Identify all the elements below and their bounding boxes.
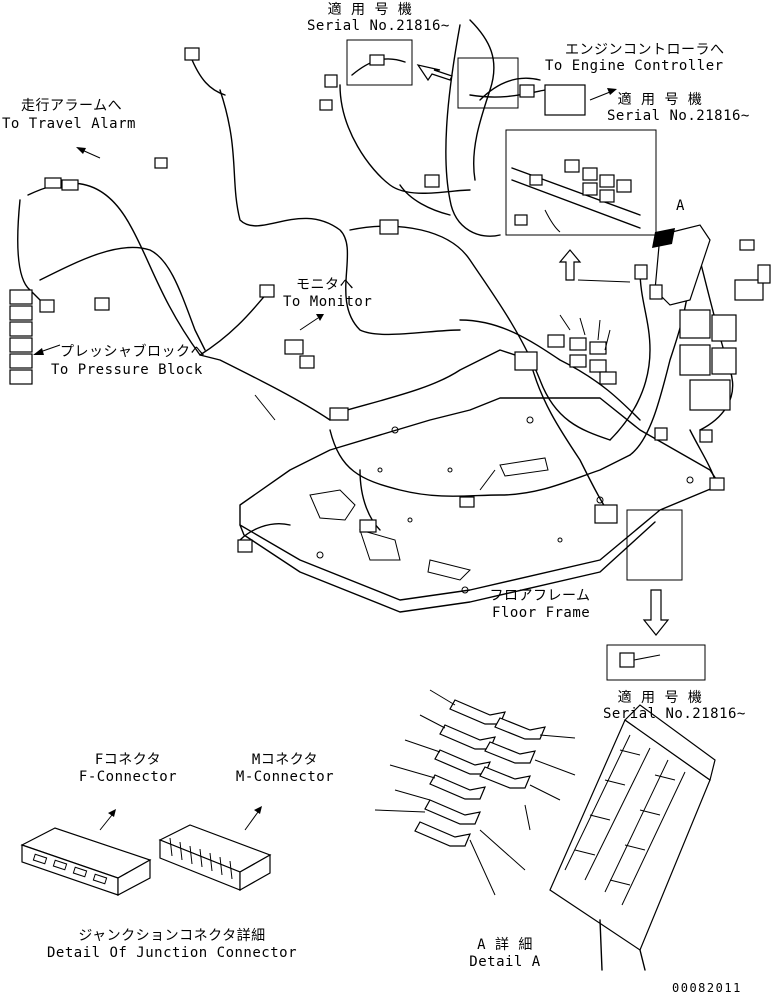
m-connector [158, 824, 272, 892]
floor-frame-en: Floor Frame [492, 605, 591, 621]
engine-controller-en: To Engine Controller [545, 58, 724, 74]
floor-detail-frame [626, 509, 683, 581]
detail-a-jp: A 詳 細 [477, 937, 533, 953]
centre-connector-cluster [514, 314, 617, 385]
m-connector-jp: Mコネクタ [251, 752, 319, 768]
travel-alarm-en: To Travel Alarm [2, 116, 136, 132]
pressure-block-en: To Pressure Block [51, 362, 203, 378]
detail-a-en: Detail A [469, 954, 541, 970]
f-connector-jp: Fコネクタ [94, 752, 162, 768]
floor-frame-plate [239, 397, 721, 613]
drawing-number: 00082011 [672, 981, 742, 995]
monitor-jp: モニタへ [296, 277, 354, 293]
detail-box-floor [606, 644, 706, 681]
junction-detail-en: Detail Of Junction Connector [46, 945, 298, 961]
detail-arrow [416, 64, 670, 636]
detail-box-top [346, 39, 413, 86]
leader-lines [33, 88, 631, 831]
detail-a-connector-block [549, 704, 716, 971]
f-connector [20, 827, 152, 896]
serial-floor-jp: 適 用 号 機 [617, 690, 703, 706]
travel-alarm-jp: 走行アラームへ [21, 98, 123, 114]
serial-engine-jp: 適 用 号 機 [617, 92, 703, 108]
m-connector-en: M-Connector [235, 769, 335, 785]
harness-connectors [9, 47, 725, 553]
pressure-block-jp: プレッシャブロックへ [60, 344, 205, 360]
monitor-en: To Monitor [283, 294, 373, 310]
f-connector-en: F-Connector [78, 769, 178, 785]
serial-engine-en: Serial No.21816~ [607, 108, 750, 124]
serial-top-en: Serial No.21816~ [307, 18, 450, 34]
floor-frame-jp: フロアフレーム [489, 588, 591, 604]
junction-box [634, 224, 771, 411]
engine-detail-frame [457, 57, 519, 109]
detail-box-right [505, 129, 657, 236]
serial-top-jp: 適 用 号 機 [327, 2, 413, 18]
engine-controller-jp: エンジンコントローラへ [565, 42, 725, 58]
detail-a-terminals [374, 689, 576, 896]
junction-detail-jp: ジャンクションコネクタ詳細 [78, 928, 266, 944]
callout-a: A [676, 198, 685, 214]
serial-floor-en: Serial No.21816~ [603, 706, 746, 722]
